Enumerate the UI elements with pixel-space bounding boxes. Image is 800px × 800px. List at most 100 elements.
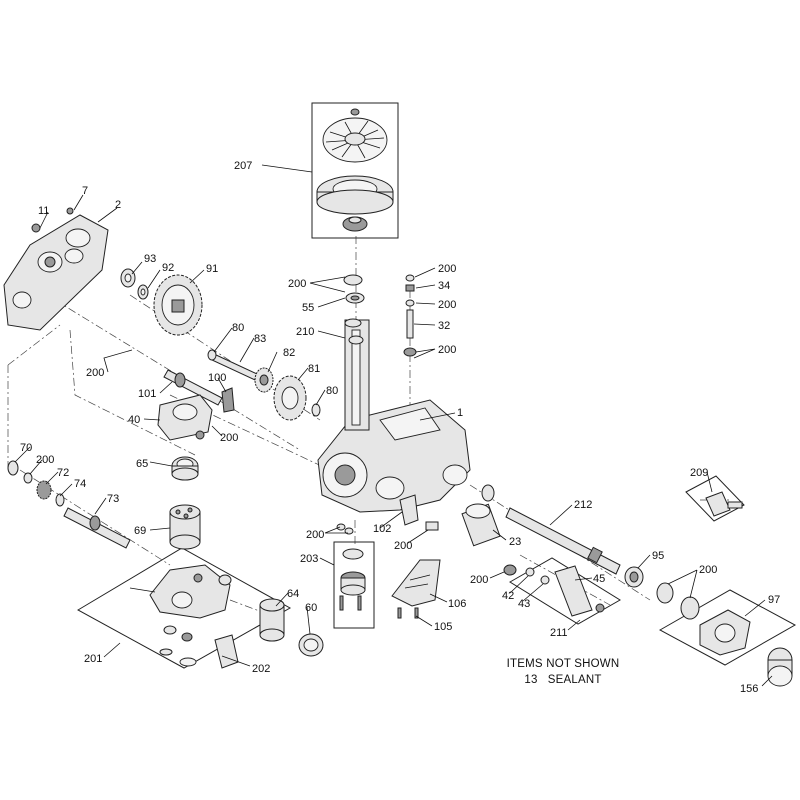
fan-hub (342, 216, 368, 232)
callout-201: 201 (84, 653, 102, 665)
input-shaft-210 (344, 319, 370, 431)
washer-200-right (405, 274, 415, 282)
fan-assembly-box (311, 102, 399, 239)
callout-156: 156 (740, 683, 758, 695)
callout-203: 203 (300, 553, 318, 565)
ring-200-lower (344, 318, 362, 328)
pump-fittings (159, 625, 197, 667)
callout-200-bracket: 200 (394, 540, 412, 552)
callout-2: 2 (115, 199, 121, 211)
nut-200 (503, 564, 517, 576)
callout-64: 64 (287, 588, 299, 600)
bracket-45 (554, 565, 605, 617)
callout-34: 34 (438, 280, 450, 292)
callout-74: 74 (74, 478, 86, 490)
callout-1: 1 (457, 407, 463, 419)
bearing-93 (120, 268, 136, 288)
washer-200-shaft (23, 472, 33, 484)
callout-207: 207 (234, 160, 252, 172)
washer-80 (311, 403, 321, 417)
clip-200-bracket (425, 521, 439, 531)
shaft-101 (163, 369, 223, 406)
bracket-kit-box (509, 557, 621, 625)
cap-156 (767, 647, 793, 687)
callout-202: 202 (252, 663, 270, 675)
ring-200-top (343, 274, 363, 286)
callout-200-left: 200 (86, 367, 104, 379)
seals-200-cluster (336, 523, 354, 535)
callout-70: 70 (20, 442, 32, 454)
gear-82 (254, 367, 274, 393)
washer-74 (55, 493, 65, 507)
seal-60 (298, 633, 324, 657)
washer-200-right-b (405, 299, 415, 307)
hydraulic-pump-kit-box (76, 547, 292, 669)
callout-106: 106 (448, 598, 466, 610)
bolt-34 (405, 284, 415, 292)
washer-42 (525, 567, 535, 577)
callout-43: 43 (518, 598, 530, 610)
bearing-95 (624, 566, 644, 588)
callout-200-hub: 200 (699, 564, 717, 576)
seal-65 (171, 456, 199, 481)
guard-106 (391, 559, 441, 607)
cylinder-block-64 (259, 598, 285, 642)
callout-45: 45 (593, 573, 605, 585)
fork-100 (221, 387, 235, 413)
callout-83: 83 (254, 333, 266, 345)
callout-105: 105 (434, 621, 452, 633)
callout-80-top: 80 (232, 322, 244, 334)
bracket-102 (399, 494, 419, 526)
main-transaxle-housing (317, 399, 471, 513)
items-not-shown-note: ITEMS NOT SHOWN 13 SEALANT (498, 656, 628, 688)
axle-212 (505, 507, 621, 575)
callout-65: 65 (136, 458, 148, 470)
callout-209: 209 (690, 467, 708, 479)
callout-69: 69 (134, 525, 146, 537)
pin-32 (406, 309, 414, 339)
housing-cover (3, 207, 109, 331)
callout-212: 212 (574, 499, 592, 511)
callout-200-right-b: 200 (438, 299, 456, 311)
plate-209 (705, 491, 743, 517)
callout-200-body: 200 (220, 432, 238, 444)
callout-92: 92 (162, 262, 174, 274)
gear-91 (153, 274, 203, 336)
callout-60: 60 (305, 602, 317, 614)
notes-item-sealant: 13 SEALANT (524, 674, 602, 686)
callout-95: 95 (652, 550, 664, 562)
bolts-105 (397, 607, 419, 619)
callout-32: 32 (438, 320, 450, 332)
washer-70 (7, 460, 19, 476)
wheel-hub-kit-box (658, 589, 797, 666)
callout-73: 73 (107, 493, 119, 505)
fan-pulley (316, 175, 394, 215)
seal-kit-box (333, 541, 375, 629)
callout-55: 55 (302, 302, 314, 314)
callout-93: 93 (144, 253, 156, 265)
group-boxes (76, 102, 797, 669)
callout-40: 40 (128, 414, 140, 426)
callout-82: 82 (283, 347, 295, 359)
callout-200-right-a: 200 (438, 263, 456, 275)
differential-40 (157, 394, 213, 441)
callout-200-shaft: 200 (36, 454, 54, 466)
callout-91: 91 (206, 263, 218, 275)
hub-97 (699, 609, 751, 656)
callout-210: 210 (296, 326, 314, 338)
washer-92 (137, 284, 149, 300)
drain-plate-box (685, 475, 745, 522)
callout-7: 7 (82, 185, 88, 197)
callout-200-ring: 200 (288, 278, 306, 290)
seal-200-hub (656, 582, 700, 620)
callout-81: 81 (308, 363, 320, 375)
callout-100: 100 (208, 372, 226, 384)
callout-211: 211 (550, 627, 568, 639)
leader-lines (14, 164, 773, 687)
bearing-55 (345, 292, 365, 304)
gear-81 (273, 375, 307, 421)
shaft-73 (63, 507, 131, 549)
seal-axle-ring (481, 484, 495, 502)
nut-43 (540, 575, 550, 585)
